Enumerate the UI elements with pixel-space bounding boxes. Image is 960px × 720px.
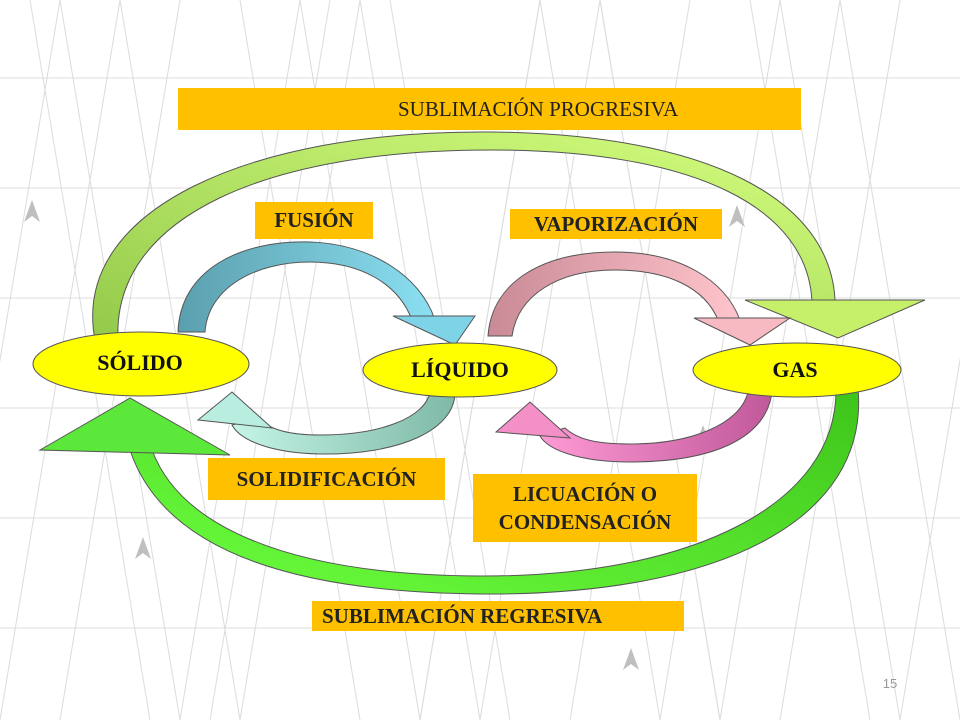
licuacion-label-line1: LICUACIÓN O [512, 482, 658, 506]
gas-label: GAS [772, 357, 818, 382]
vaporizacion-label: VAPORIZACIÓN [510, 209, 722, 239]
fusion-label: FUSIÓN [255, 202, 373, 239]
sublimacion-regresiva-arrow [38, 387, 860, 595]
vaporizacion-arrow [487, 251, 792, 346]
liquido-label: LÍQUIDO [411, 357, 509, 382]
licuacion-arrow [494, 391, 773, 463]
licuacion-label: LICUACIÓN O CONDENSACIÓN [473, 474, 697, 542]
solidificacion-label: SOLIDIFICACIÓN [208, 458, 445, 500]
licuacion-label-line2: CONDENSACIÓN [498, 510, 672, 534]
liquido-node [362, 342, 558, 398]
solido-node [32, 331, 250, 397]
solidificacion-arrow [196, 391, 456, 455]
sublimacion-progresiva-label: SUBLIMACIÓN PROGRESIVA [178, 88, 801, 130]
sublimacion-progresiva-arrow [92, 131, 926, 341]
page-number: 15 [882, 676, 898, 691]
gas-node [692, 342, 902, 398]
sublimacion-regresiva-label: SUBLIMACIÓN REGRESIVA [312, 601, 684, 631]
fusion-arrow [177, 241, 476, 346]
solido-label: SÓLIDO [97, 350, 183, 375]
